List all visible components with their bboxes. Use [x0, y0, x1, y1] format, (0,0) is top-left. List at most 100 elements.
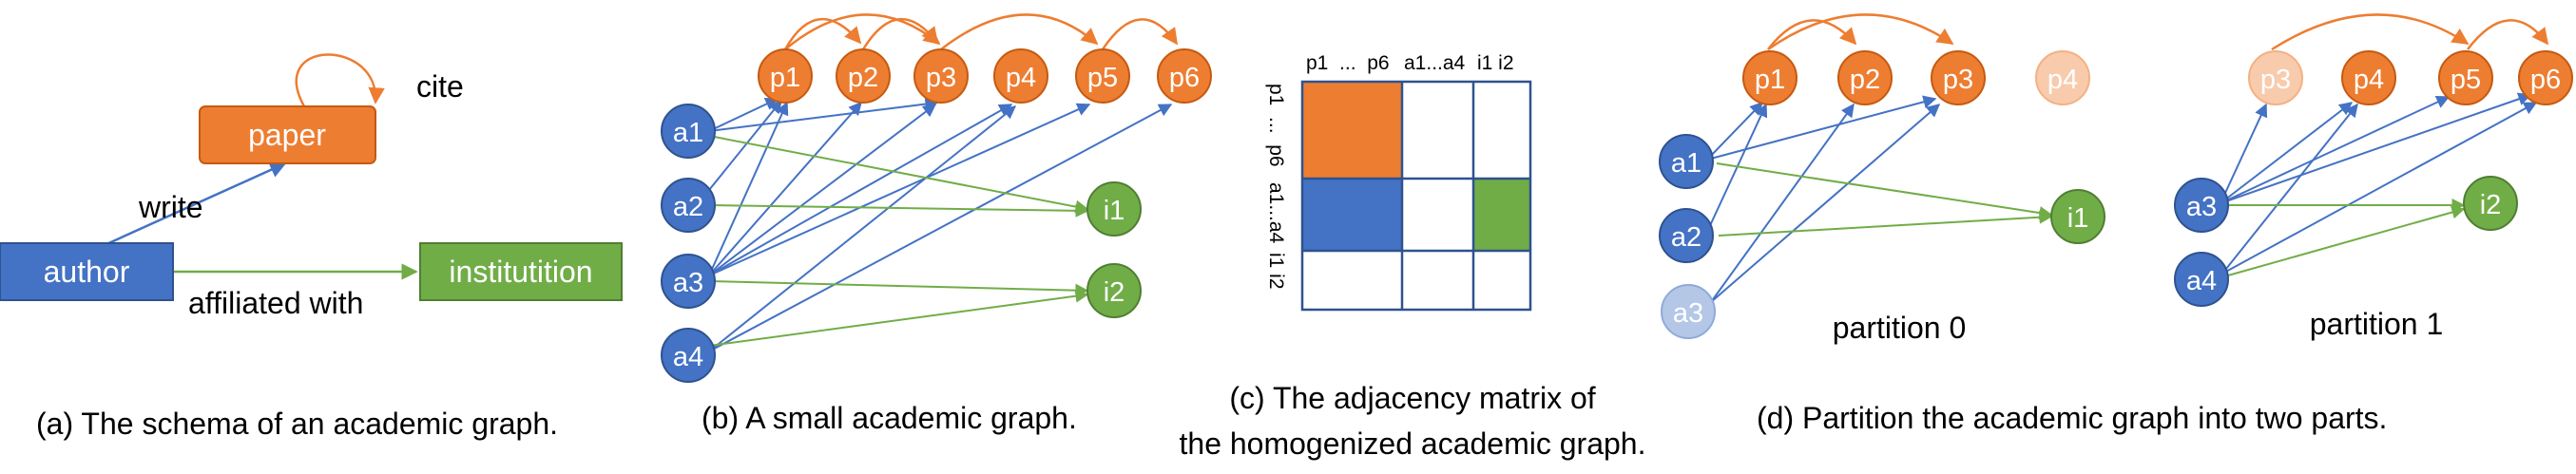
matrix-col-label-authors: a1...a4 — [1404, 52, 1466, 74]
p1-node-p3-label: p3 — [2260, 65, 2291, 95]
matrix-block-paper-paper — [1302, 82, 1402, 179]
institution-node-label: institutition — [449, 255, 592, 289]
p0-node-a1-label: a1 — [1671, 148, 1701, 179]
caption-c-line2: the homogenized academic graph. — [1180, 427, 1646, 461]
p1-node-p6-label: p6 — [2530, 65, 2561, 95]
node-a2-label: a2 — [673, 192, 703, 222]
p1-citation-edges — [2271, 13, 2549, 51]
p0-node-i1-label: i1 — [2067, 203, 2089, 234]
panel-d: p1 p2 p3 p4 a1 a2 a3 i1 partition 0 — [1659, 13, 2573, 435]
p0-node-p3-label: p3 — [1943, 65, 1973, 95]
adjacency-matrix — [1300, 80, 1532, 312]
caption-b: (b) A small academic graph. — [702, 401, 1077, 435]
node-a1-label: a1 — [673, 118, 703, 148]
p0-node-p3 — [1931, 50, 1986, 105]
node-p2-label: p2 — [848, 63, 878, 93]
p1-node-a3 — [2174, 178, 2229, 233]
node-a2 — [661, 178, 716, 233]
node-p3 — [913, 48, 969, 104]
p0-affiliation-edges — [1716, 162, 2053, 237]
p1-node-p3-ghost — [2248, 50, 2303, 105]
matrix-border — [1300, 80, 1532, 312]
p1-node-i2-label: i2 — [2480, 190, 2502, 220]
panel-a: paper author institutition cite write af… — [0, 53, 623, 441]
p0-node-p1-label: p1 — [1755, 65, 1785, 95]
caption-a: (a) The schema of an academic graph. — [36, 407, 558, 441]
p0-node-p4-ghost — [2035, 50, 2090, 105]
node-p4 — [993, 48, 1048, 104]
node-p5 — [1075, 48, 1130, 104]
p1-affiliation-edges — [2227, 199, 2466, 276]
cite-loop-edge — [295, 53, 385, 107]
author-node-box — [0, 242, 174, 301]
node-i2-label: i2 — [1104, 277, 1125, 308]
node-p1-label: p1 — [770, 63, 800, 93]
author-nodes: a1 a2 a3 a4 — [661, 104, 716, 383]
p0-node-p2 — [1837, 50, 1893, 105]
node-a3 — [661, 254, 716, 309]
p1-node-p4 — [2341, 50, 2396, 105]
p1-node-i2 — [2463, 176, 2518, 231]
node-a4-label: a4 — [673, 342, 703, 372]
paper-node-box — [199, 105, 376, 164]
node-p5-label: p5 — [1087, 63, 1118, 93]
p1-node-p4-label: p4 — [2354, 65, 2384, 95]
partition-1: p3 p4 p5 p6 a3 a4 i2 partition 1 — [2174, 13, 2573, 341]
panel-c: p1 ... p6 a1...a4 i1 i2 p1 ... p6 a1...a… — [1180, 52, 1646, 461]
matrix-col-label-institutions: i1 i2 — [1477, 52, 1514, 74]
caption-d: (d) Partition the academic graph into tw… — [1757, 401, 2387, 435]
node-p1 — [758, 48, 813, 104]
node-i1 — [1086, 181, 1142, 237]
affiliated-label: affiliated with — [188, 286, 363, 320]
matrix-block-author-institution — [1473, 179, 1530, 251]
p0-citation-edges — [1767, 13, 1954, 51]
p0-node-i1 — [2050, 189, 2105, 244]
panel-b: p1 p2 p3 p4 p5 p6 a1 a2 a3 a4 i1 i2 (b) … — [661, 13, 1212, 435]
citation-edges — [783, 13, 1179, 50]
p0-node-p4-label: p4 — [2047, 65, 2078, 95]
node-a4 — [661, 328, 716, 383]
p0-node-p1 — [1742, 50, 1797, 105]
partition-0: p1 p2 p3 p4 a1 a2 a3 i1 partition 0 — [1659, 13, 2105, 345]
p0-node-a3-ghost — [1661, 284, 1716, 339]
institution-nodes: i1 i2 — [1086, 181, 1142, 318]
partition-0-label: partition 0 — [1833, 311, 1967, 345]
node-i1-label: i1 — [1104, 196, 1125, 226]
node-a1 — [661, 104, 716, 159]
partition-1-label: partition 1 — [2310, 307, 2444, 341]
node-p2 — [836, 48, 891, 104]
node-p6 — [1157, 48, 1212, 104]
institution-node-box — [419, 242, 623, 301]
p1-node-a4-label: a4 — [2186, 266, 2217, 296]
p1-node-p6 — [2518, 50, 2573, 105]
matrix-row-label-institutions: i1 i2 — [1265, 253, 1287, 290]
p0-write-edges — [1706, 95, 1941, 303]
node-p4-label: p4 — [1006, 63, 1036, 93]
matrix-row-label-papers: p1 ... p6 — [1265, 84, 1287, 167]
write-edge — [104, 161, 287, 247]
node-i2 — [1086, 263, 1142, 318]
p0-node-a2 — [1659, 208, 1714, 263]
p1-write-edges — [2220, 92, 2538, 275]
p1-node-a3-label: a3 — [2186, 192, 2217, 222]
write-edges — [708, 97, 1173, 352]
p0-node-p2-label: p2 — [1850, 65, 1880, 95]
p0-node-a2-label: a2 — [1671, 222, 1701, 253]
p0-node-a1 — [1659, 134, 1714, 189]
author-node-label: author — [44, 255, 130, 289]
matrix-block-author-paper — [1302, 179, 1402, 251]
paper-nodes: p1 p2 p3 p4 p5 p6 — [758, 48, 1212, 104]
affiliation-edges — [708, 135, 1089, 347]
caption-c-line1: (c) The adjacency matrix of — [1229, 381, 1595, 415]
node-p3-label: p3 — [926, 63, 956, 93]
p1-node-a4 — [2174, 252, 2229, 307]
write-label: write — [138, 190, 203, 224]
matrix-row-label-authors: a1...a4 — [1265, 182, 1287, 244]
paper-node-label: paper — [248, 118, 326, 152]
matrix-col-label-papers: p1 ... p6 — [1306, 52, 1390, 74]
p1-node-p5-label: p5 — [2451, 65, 2481, 95]
p0-node-a3-label: a3 — [1673, 298, 1703, 329]
node-a3-label: a3 — [673, 268, 703, 298]
node-p6-label: p6 — [1169, 63, 1200, 93]
